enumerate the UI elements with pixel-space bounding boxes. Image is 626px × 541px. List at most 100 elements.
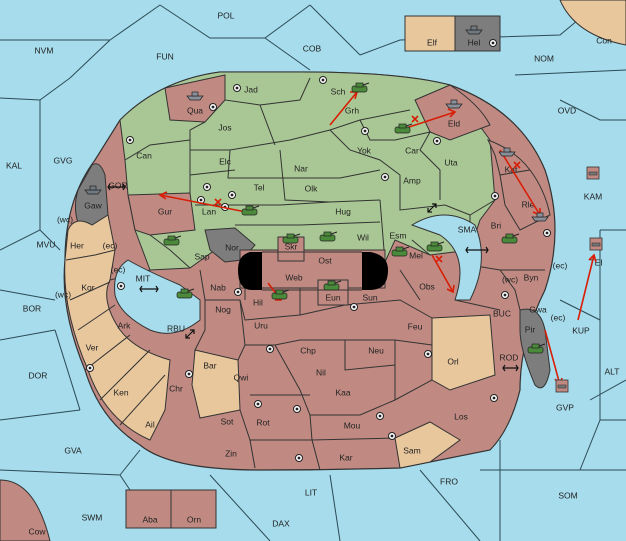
land-label-can: Can: [136, 150, 152, 160]
land-label-sap: Sap: [194, 251, 209, 261]
coast-label-ec-kor: (ec): [111, 264, 126, 274]
army-unit-esm[interactable]: [391, 246, 410, 257]
sea-label-sma: SMA: [458, 224, 477, 234]
tan-west-region: [64, 214, 171, 441]
land-label-kor: Kor: [81, 282, 94, 292]
army-unit-hil[interactable]: [271, 289, 290, 300]
coast-label-ec-gwa: (ec): [551, 312, 566, 322]
army-unit-lan[interactable]: [241, 205, 260, 216]
land-label-feu: Feu: [408, 321, 423, 331]
army-unit-wil[interactable]: [319, 231, 338, 242]
sea-label-fro: FRO: [440, 476, 458, 486]
land-label-yok: Yok: [357, 145, 372, 155]
sea-label-dor: DOR: [29, 370, 48, 380]
land-label-hel: Hel: [468, 37, 481, 47]
territory-sot: [191, 349, 241, 419]
supply-center-dot: [426, 352, 430, 356]
sea-label-buc: BUC: [493, 308, 511, 318]
supply-center-dot: [492, 396, 496, 400]
sea-label-fun: FUN: [156, 51, 173, 61]
coast-label-ec-her: (ec): [103, 240, 118, 250]
supply-center-dot: [88, 366, 92, 370]
army-unit-mel[interactable]: [426, 241, 445, 252]
land-label-her: Her: [70, 240, 84, 250]
land-label-orn: Orn: [187, 514, 201, 524]
army-unit-tei[interactable]: [589, 237, 603, 251]
fleet-unit-kat[interactable]: [498, 147, 516, 157]
land-label-ken: Ken: [113, 387, 128, 397]
supply-center-dot: [545, 231, 549, 235]
supply-center-dot: [205, 185, 209, 189]
army-unit-gvp[interactable]: [555, 379, 569, 393]
supply-center-dot: [128, 138, 132, 142]
land-label-bri: Bri: [491, 220, 502, 230]
land-label-grh: Grh: [345, 105, 359, 115]
fleet-unit-rle[interactable]: [531, 212, 549, 222]
supply-center-dot: [295, 407, 299, 411]
land-label-wil: Wil: [357, 232, 369, 242]
land-label-ail: Ail: [145, 419, 155, 429]
supply-center-dot: [363, 129, 367, 133]
supply-center-dot: [297, 456, 301, 460]
supply-center-dot: [378, 414, 382, 418]
land-label-olk: Olk: [305, 183, 319, 193]
land-label-sch: Sch: [331, 86, 346, 96]
coast-label-wc-byn: (wc): [502, 274, 518, 284]
land-label-los: Los: [454, 411, 468, 421]
land-label-zin: Zin: [225, 448, 237, 458]
supply-centers: [86, 39, 551, 462]
land-label-qwi: Qwi: [234, 372, 249, 382]
army-unit-sap[interactable]: [163, 235, 182, 246]
sea-label-pol: POL: [217, 10, 234, 20]
land-label-nog: Nog: [215, 304, 231, 314]
fleet-unit-qua[interactable]: [186, 91, 204, 101]
land-label-hug: Hug: [335, 206, 351, 216]
sea-label-tei: TEI: [589, 257, 602, 267]
land-label-jad: Jad: [244, 84, 258, 94]
west-borders: [65, 249, 166, 426]
supply-center-dot: [503, 293, 507, 297]
land-label-amp: Amp: [403, 175, 421, 185]
army-unit-skr[interactable]: [282, 233, 301, 244]
army-unit-eun[interactable]: [323, 280, 342, 291]
land-label-rle: Rle: [522, 199, 535, 209]
fleet-unit-eld[interactable]: [445, 99, 463, 109]
army-unit-pir[interactable]: [527, 343, 546, 354]
land-label-elc: Elc: [219, 156, 232, 166]
army-unit-nab[interactable]: [176, 288, 195, 299]
sea-label-cob: COB: [303, 43, 322, 53]
sea-label-gvg: GVG: [54, 155, 73, 165]
territory-sam: [394, 421, 461, 469]
fleet-unit-gaw[interactable]: [84, 185, 102, 195]
supply-center-dot: [256, 402, 260, 406]
army-unit-bri[interactable]: [501, 233, 520, 244]
order-mel-obs: [431, 254, 455, 294]
sea-sma: [410, 214, 482, 301]
coast-label-wc-her: (wc): [57, 214, 73, 224]
land-label-nor: Nor: [225, 242, 239, 252]
sea-label-kal: KAL: [6, 160, 22, 170]
land-label-uta: Uta: [444, 157, 458, 167]
land-label-kar: Kar: [339, 452, 352, 462]
land-label-skr: Skr: [285, 241, 298, 251]
land-label-sot: Sot: [221, 416, 234, 426]
army-unit-car[interactable]: [394, 123, 413, 134]
sea-label-nom: NOM: [534, 53, 554, 63]
army-unit-kam[interactable]: [586, 166, 600, 180]
army-unit-sch[interactable]: [351, 82, 370, 93]
sea-label-bor: BOR: [23, 303, 41, 313]
coast-label-wc-kor: (wc): [55, 289, 71, 299]
land-label-nab: Nab: [210, 282, 226, 292]
order-lan-gur: [158, 191, 247, 213]
land-label-ver: Ver: [86, 342, 99, 352]
fleet-unit-hel[interactable]: [465, 25, 483, 35]
order-support-marks: [214, 115, 521, 263]
supply-center-dot: [390, 434, 394, 438]
land-label-eun: Eun: [325, 292, 340, 302]
units: [84, 25, 603, 393]
sea-label-kup: KUP: [572, 325, 590, 335]
land-label-kaa: Kaa: [335, 387, 350, 397]
land-label-sam: Sam: [403, 445, 420, 455]
